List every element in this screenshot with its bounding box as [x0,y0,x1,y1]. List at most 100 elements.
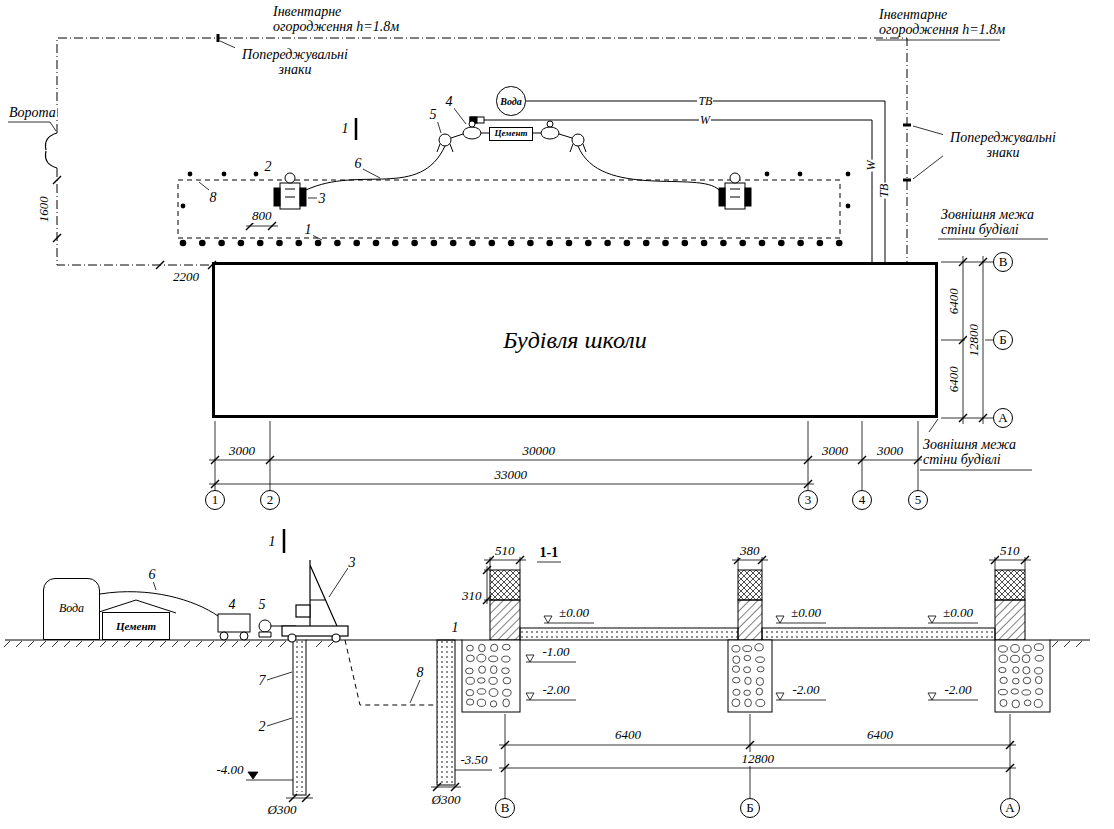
dimension-label: ±0.00 [942,606,974,620]
dimension-label: -4.00 [216,763,245,777]
grout-hose [578,146,719,190]
drilling-rig [280,183,300,209]
borehole-dot [765,172,770,177]
rubble-foundation [995,640,1050,712]
dimension-tick [1006,741,1014,749]
drilling-rig [300,188,306,206]
rubble-stone [745,677,751,684]
grid-axis-marker: 5 [908,490,928,510]
rubble-stone [733,656,740,664]
rubble-stone [466,644,1044,708]
rubble-stone [466,668,474,674]
callout-number: 1 [304,222,313,237]
mortar-pump [259,632,271,637]
drilling-rig [282,560,348,642]
callout-number: 3 [348,555,357,570]
drilling-rig [730,173,740,183]
grout-hose [306,146,445,190]
dimension-label: ±0.00 [790,606,822,620]
cement-store: Цемент [102,612,170,640]
ground-hatch [220,641,226,647]
pile-dot [450,240,457,247]
drilling-rig [745,188,751,206]
mortar-pump [572,134,584,146]
note-label: Зовнішня межа стіни будівлі [940,207,1050,238]
rubble-stone [732,699,740,707]
rubble-foundation [462,640,520,712]
rubble-stone [503,699,510,707]
mortar-pump [437,134,463,152]
gate [45,133,57,168]
dimension-tick [959,336,967,344]
mortar-pump [259,620,271,632]
drilling-rig [288,634,296,642]
site-fence [57,168,212,265]
pile-dot [624,240,631,247]
dimension-tick [302,794,310,802]
dimension-tick [979,414,987,422]
level-mark [776,616,784,623]
rubble-stone [745,699,752,707]
note-label: Зовнішня межа стіни будівлі [922,437,1032,468]
brick-wall [738,570,762,600]
borehole-dot [846,204,851,209]
rubble-stone [998,689,1007,694]
pile-dot [797,240,804,247]
level-mark [544,616,552,623]
dimension-tick [1021,556,1029,564]
mortar-mixer [463,127,481,139]
mortar-mixer [541,127,559,139]
rubble-stone [489,689,498,697]
pile-dot [566,240,573,247]
pile-dot [527,240,534,247]
ground-hatch [208,641,214,647]
mortar-mixer [240,632,248,640]
rubble-stone [744,667,751,673]
note-label: ТВ [878,182,891,198]
rubble-stone [1023,677,1031,684]
pile-dot [392,240,399,247]
bored-pile [437,640,455,785]
dimension-label: 6400 [866,728,894,742]
dimension-label: 30000 [522,444,557,458]
dimension-label: ±0.00 [558,606,590,620]
ground-hatch [52,641,58,647]
dimension-tick [501,741,509,749]
borehole-dot [254,172,259,177]
dimension-tick [959,258,967,266]
rubble-stone [1023,645,1031,653]
dimension-tick [959,414,967,422]
dimension-label: 1600 [37,195,51,223]
rubble-stone [1011,645,1020,653]
node-text: 4 [859,493,866,507]
dimension-tick [483,566,491,574]
dimension-tick [501,764,509,772]
dimension-label: 3000 [228,444,256,458]
note-label: Ворота [8,105,57,120]
ground-hatch [256,641,262,647]
level-mark [526,700,576,701]
site-fence [57,38,907,262]
rubble-stone [756,678,763,686]
gate [45,151,57,168]
pile-dot [276,240,283,247]
rubble-stone [1011,655,1020,662]
dimension-label: Ø300 [431,793,462,807]
dimension-tick [53,234,61,242]
rubble-stone [732,677,740,683]
grid-axis-marker: А [1000,798,1020,818]
pile-dot [199,240,206,247]
rubble-stone [1000,677,1007,683]
grid-axis-marker: 1 [205,490,225,510]
rubble-stone [757,667,764,672]
rubble-stone [1000,700,1007,707]
ground-hatch [112,641,118,647]
grid-axis-marker: А [993,408,1013,428]
rubble-stone [1011,689,1018,694]
dimension-label: 510 [494,544,516,558]
rubble-stone [1013,667,1019,673]
node-text: Цемент [495,129,528,139]
trench-outline [345,640,437,705]
pile-dot [836,240,843,247]
pile-dot [296,240,303,247]
